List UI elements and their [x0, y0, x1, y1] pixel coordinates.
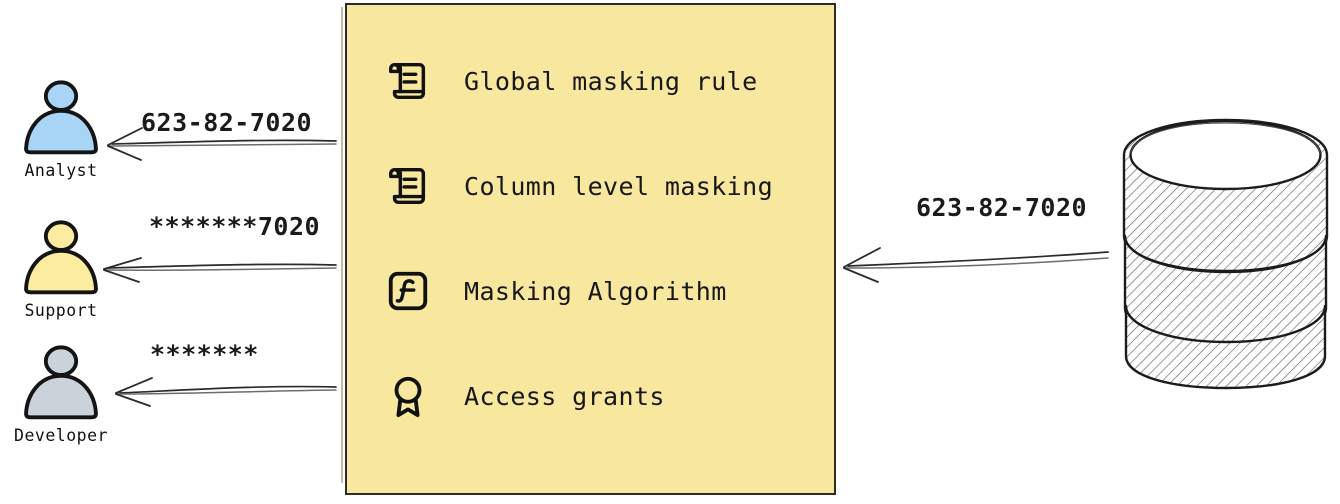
award-icon — [394, 376, 422, 418]
policy-label: Masking Algorithm — [464, 276, 727, 306]
policy-item-masking-algorithm[interactable]: Masking Algorithm — [385, 259, 834, 323]
actor-analyst[interactable]: Analyst — [1, 75, 121, 180]
policy-label: Global masking rule — [464, 66, 758, 96]
masking-policy-panel: Global masking rule Column level masking — [341, 3, 836, 495]
scroll-icon — [389, 62, 426, 100]
policy-label: Column level masking — [464, 171, 774, 201]
arrow-database-to-panel — [843, 247, 1109, 283]
flow-label-source: 623-82-7020 — [916, 193, 1088, 222]
policy-item-column-level-masking[interactable]: Column level masking — [385, 154, 834, 218]
actor-support[interactable]: Support — [1, 215, 121, 320]
policy-list: Global masking rule Column level masking — [347, 5, 834, 493]
policy-item-global-masking-rule[interactable]: Global masking rule — [385, 49, 834, 113]
database-icon — [1122, 118, 1329, 390]
flow-label-developer: ******* — [150, 340, 259, 369]
actor-developer[interactable]: Developer — [1, 340, 121, 445]
arrow-to-developer — [115, 377, 337, 407]
arrow-to-support — [103, 257, 337, 283]
database-node[interactable] — [1118, 108, 1333, 393]
actor-label: Analyst — [24, 161, 98, 180]
actor-label: Support — [24, 301, 98, 320]
database-segment-top — [1122, 118, 1329, 273]
flow-label-support: *******7020 — [149, 212, 321, 241]
policy-item-access-grants[interactable]: Access grants — [385, 364, 834, 428]
scroll-icon — [389, 167, 426, 205]
flow-label-analyst: 623-82-7020 — [141, 108, 313, 137]
person-icon — [24, 80, 98, 155]
function-icon — [388, 271, 428, 311]
person-icon — [24, 220, 98, 295]
person-icon — [24, 345, 98, 420]
policy-label: Access grants — [464, 381, 665, 411]
actor-label: Developer — [14, 426, 108, 445]
